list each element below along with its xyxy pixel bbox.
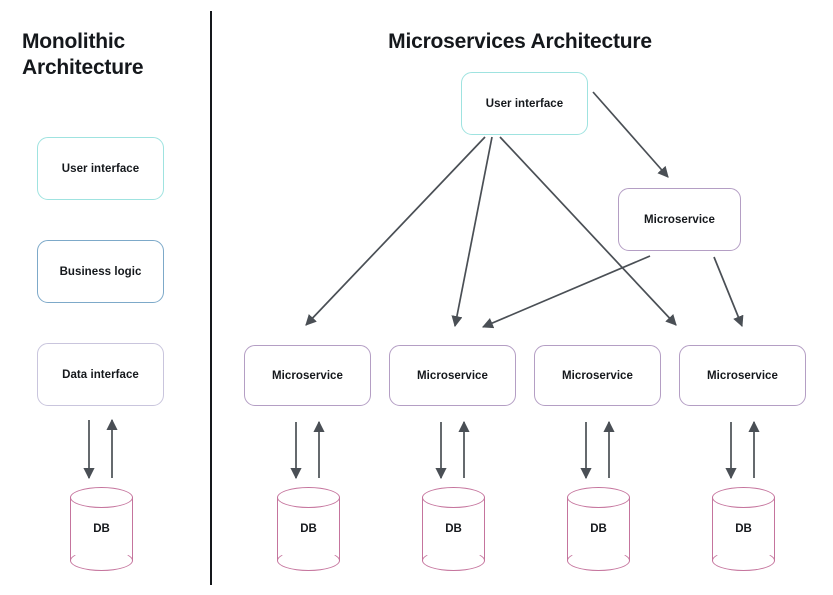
node-db-2[interactable]: DB [422,487,485,571]
arrow-microservice-top-to-microservice-4 [713,256,744,328]
node-db-3[interactable]: DB [567,487,630,571]
node-label: DB [300,523,317,535]
arrow-ui-to-microservice-1 [305,136,486,326]
arrow-ui-to-microservice-4 [499,136,677,326]
node-microservice-top[interactable]: Microservice [618,188,741,251]
cylinder-bottom [277,550,340,571]
cylinder-top [567,487,630,508]
monolithic-title-line2: Architecture [22,55,144,79]
cylinder-bottom [70,550,133,571]
node-db-1[interactable]: DB [277,487,340,571]
panel-divider [210,11,212,585]
node-monolithic-data-interface[interactable]: Data interface [37,343,164,406]
cylinder-bottom [712,550,775,571]
arrow-microservice-top-to-microservice-2 [481,255,651,329]
node-label: DB [93,523,110,535]
node-db-4[interactable]: DB [712,487,775,571]
microservices-title: Microservices Architecture [388,30,652,53]
node-microservice-4[interactable]: Microservice [679,345,806,406]
node-microservice-3[interactable]: Microservice [534,345,661,406]
cylinder-top [712,487,775,508]
node-microservices-user-interface[interactable]: User interface [461,72,588,135]
cylinder-top [422,487,485,508]
node-monolithic-business-logic[interactable]: Business logic [37,240,164,303]
arrow-ui-to-microservice-2 [451,136,493,328]
node-monolithic-user-interface[interactable]: User interface [37,137,164,200]
node-label: DB [590,523,607,535]
arrow-ui-to-microservice-top [592,91,669,178]
node-monolithic-db[interactable]: DB [70,487,133,571]
cylinder-bottom [422,550,485,571]
monolithic-title-line1: Monolithic [22,30,125,53]
node-microservice-2[interactable]: Microservice [389,345,516,406]
cylinder-top [70,487,133,508]
node-label: DB [735,523,752,535]
node-label: DB [445,523,462,535]
node-microservice-1[interactable]: Microservice [244,345,371,406]
cylinder-top [277,487,340,508]
cylinder-bottom [567,550,630,571]
